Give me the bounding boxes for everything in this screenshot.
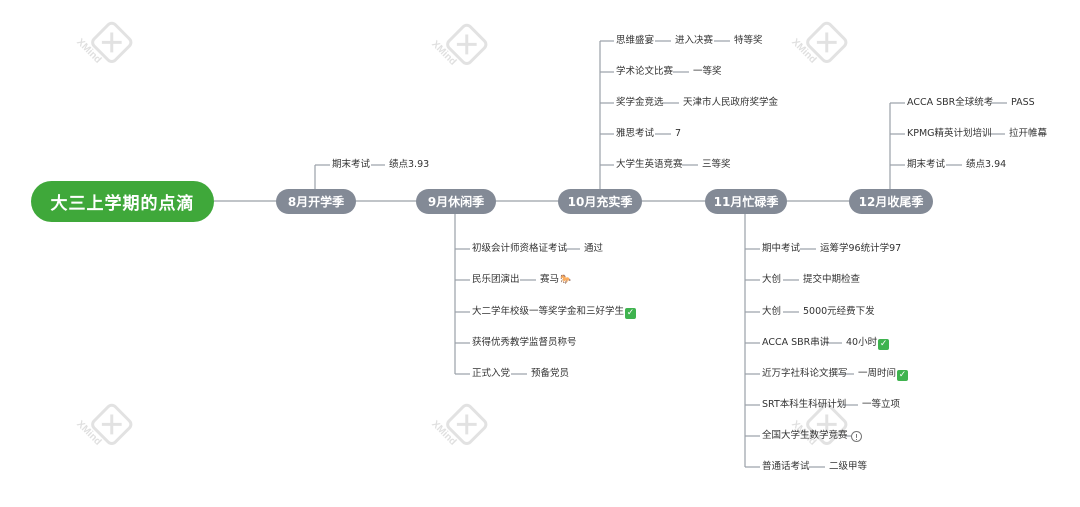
- subtopic-grand-prize[interactable]: 特等奖: [734, 35, 763, 46]
- topic-scholarship-election[interactable]: 奖学金竞选: [616, 97, 664, 108]
- topic-ielts[interactable]: 雅思考试: [616, 128, 655, 139]
- topic-english-competition[interactable]: 大学生英语竞赛: [616, 159, 683, 170]
- check-icon: ✓: [878, 339, 890, 350]
- topic-paper-competition[interactable]: 学术论文比赛: [616, 66, 674, 77]
- subtopic-first-prize[interactable]: 一等奖: [693, 66, 722, 77]
- subtopic-funding[interactable]: 5000元经费下发: [803, 306, 875, 317]
- topic-accounting-exam[interactable]: 初级会计师资格证考试: [472, 243, 568, 254]
- xmind-watermark: XMind: [428, 20, 502, 94]
- subtopic-final-round[interactable]: 进入决赛: [675, 35, 714, 46]
- subtopic-pass[interactable]: PASS: [1011, 97, 1035, 108]
- subtopic-first-class-project[interactable]: 一等立项: [862, 399, 901, 410]
- topic-srt[interactable]: SRT本科生科研计划: [762, 399, 847, 410]
- subtopic-midterm-scores[interactable]: 运筹学96统计学97: [820, 243, 902, 254]
- topic-acca-exam[interactable]: ACCA SBR全球统考: [907, 97, 994, 108]
- xmind-watermark: XMind: [788, 18, 862, 92]
- topic-math-competition[interactable]: 全国大学生数学竞赛: [762, 430, 848, 441]
- subtopic-saima[interactable]: 赛马🐎: [540, 274, 572, 285]
- xmind-watermark: XMind: [73, 400, 147, 474]
- topic-midterm-exam[interactable]: 期中考试: [762, 243, 801, 254]
- branch-october[interactable]: 10月充实季: [558, 189, 642, 214]
- branch-august[interactable]: 8月开学季: [276, 189, 356, 214]
- topic-thinking-feast[interactable]: 思维盛宴: [616, 35, 655, 46]
- topic-mandarin-test[interactable]: 普通话考试: [762, 461, 810, 472]
- topic-social-paper[interactable]: 近万字社科论文撰写: [762, 368, 848, 379]
- topic-scholarship-sophomore[interactable]: 大二学年校级一等奖学金和三好学生✓: [472, 306, 637, 319]
- subtopic-tianjin-scholarship[interactable]: 天津市人民政府奖学金: [683, 97, 779, 108]
- root-topic[interactable]: 大三上学期的点滴: [31, 181, 214, 222]
- check-icon: ✓: [897, 370, 909, 381]
- xmind-watermark: XMind: [788, 400, 862, 474]
- topic-orchestra[interactable]: 民乐团演出: [472, 274, 520, 285]
- subtopic-one-week[interactable]: 一周时间✓: [858, 368, 909, 381]
- subtopic-ielts-score[interactable]: 7: [675, 128, 682, 139]
- branch-september[interactable]: 9月休闲季: [416, 189, 496, 214]
- check-icon: ✓: [625, 308, 637, 319]
- subtopic-gpa-dec[interactable]: 绩点3.94: [966, 159, 1007, 170]
- xmind-watermark: XMind: [428, 400, 502, 474]
- subtopic-kickoff[interactable]: 拉开帷幕: [1009, 128, 1048, 139]
- horse-icon: 🐎: [560, 275, 572, 285]
- subtopic-gpa-aug[interactable]: 绩点3.93: [389, 159, 430, 170]
- xmind-watermark: XMind: [73, 18, 147, 92]
- info-icon[interactable]: !: [851, 431, 862, 442]
- topic-dachuang-1[interactable]: 大创: [762, 274, 782, 285]
- subtopic-third-prize[interactable]: 三等奖: [702, 159, 731, 170]
- topic-dachuang-2[interactable]: 大创: [762, 306, 782, 317]
- topic-teaching-supervisor[interactable]: 获得优秀教学监督员称号: [472, 337, 577, 348]
- topic-join-party[interactable]: 正式入党: [472, 368, 511, 379]
- subtopic-midterm-check[interactable]: 提交中期检查: [803, 274, 861, 285]
- subtopic-level-2a[interactable]: 二级甲等: [829, 461, 868, 472]
- subtopic-passed[interactable]: 通过: [584, 243, 604, 254]
- topic-acca-lecture[interactable]: ACCA SBR串讲: [762, 337, 830, 348]
- branch-december[interactable]: 12月收尾季: [849, 189, 933, 214]
- topic-final-exam-aug[interactable]: 期末考试: [332, 159, 371, 170]
- subtopic-40-hours[interactable]: 40小时✓: [846, 337, 890, 350]
- topic-kpmg-training[interactable]: KPMG精英计划培训: [907, 128, 992, 139]
- subtopic-probationary-member[interactable]: 预备党员: [531, 368, 570, 379]
- branch-november[interactable]: 11月忙碌季: [705, 189, 787, 214]
- topic-final-exam-dec[interactable]: 期末考试: [907, 159, 946, 170]
